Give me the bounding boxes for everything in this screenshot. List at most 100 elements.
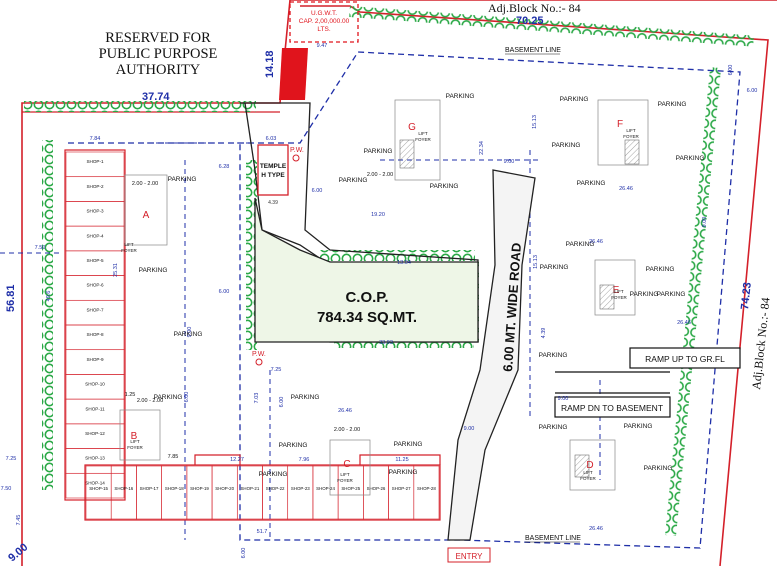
shop-label: SHOP-3 [86, 209, 104, 214]
shop-cell [65, 176, 125, 202]
dimension-label: 33.93 [379, 340, 393, 346]
reserved-line-2: PUBLIC PURPOSE [99, 46, 218, 62]
ugwt-label-2: CAP. 2,00,000.00 [299, 18, 350, 25]
shop-cell [413, 465, 440, 520]
dimension-label: 6.00 [184, 392, 190, 403]
lift-tag: LIFT [626, 128, 636, 133]
parking-label: PARKING [630, 291, 659, 298]
dimension-label: 9.00 [558, 396, 569, 402]
foyer-tag: FOYER [127, 445, 143, 450]
shop-label: SHOP-10 [85, 382, 105, 387]
shop-cell [65, 151, 125, 178]
shop-cell [65, 324, 125, 351]
shop-cell [85, 465, 112, 520]
parking-label: PARKING [279, 442, 308, 449]
ugwt-label-3: LTS. [317, 26, 330, 33]
ramp-up-box [629, 347, 741, 369]
dimension-label: 51.7 [257, 529, 268, 535]
dimension-label: 7.50 [35, 245, 46, 251]
block-f-core: F [597, 99, 649, 166]
dim-top: 70.25 [516, 15, 544, 27]
lift-tag: LIFT [124, 242, 134, 247]
shop-cell [363, 465, 389, 520]
parking-label: PARKING [259, 471, 288, 478]
dimension-label: 6.00 [728, 65, 734, 76]
temple-label-2: H TYPE [261, 172, 285, 179]
parking-label: PARKING [394, 441, 423, 448]
shop-cell [65, 398, 125, 425]
parking-label: PARKING [577, 180, 606, 187]
cop-area [254, 197, 479, 343]
pw-top: P.W. [290, 147, 304, 154]
dimension-label: 6.00 [279, 397, 285, 408]
shop-cell [65, 225, 125, 252]
shop-cell [186, 465, 213, 520]
parking-label: PARKING [364, 148, 393, 155]
parking-label: PARKING [539, 352, 568, 359]
shop-cell [287, 465, 314, 520]
shop-cell [211, 465, 238, 520]
parking-label: PARKING [139, 267, 168, 274]
lift-tag: LIFT [130, 439, 140, 444]
shop-label: SHOP-9 [86, 357, 104, 362]
pw-bottom-icon [255, 358, 263, 366]
shops-left-outline [64, 149, 126, 501]
shop-label: SHOP-19 [190, 486, 209, 491]
shop-label: SHOP-27 [392, 486, 411, 491]
parking-label: PARKING [624, 423, 653, 430]
reserved-line-3: AUTHORITY [116, 62, 201, 78]
entry-box [447, 547, 491, 563]
parking-label: PARKING [552, 142, 581, 149]
dim-strip: 14.18 [264, 50, 276, 78]
dimension-label: 9.00 [464, 426, 475, 432]
dimension-label: 7.85 [168, 454, 179, 460]
block-c-label: C [343, 459, 350, 470]
adj-block-top: Adj.Block No.:- 84 [488, 1, 581, 15]
shops-left: SHOP-1SHOP-2SHOP-3SHOP-4SHOP-5SHOP-6SHOP… [65, 151, 125, 499]
dimension-label: 26.46 [589, 239, 603, 245]
dimension-label: 26.46 [619, 186, 633, 192]
dimension-label: 26.46 [589, 526, 603, 532]
shop-label: SHOP-28 [417, 486, 436, 491]
parking-label: PARKING [658, 101, 687, 108]
shop-label: SHOP-4 [86, 233, 104, 238]
dimension-label: 6.00 [747, 88, 758, 94]
block-f-label: F [617, 119, 623, 130]
dimension-label: 2.00 - 2.00 [137, 398, 163, 404]
tree-row-right [665, 67, 722, 537]
tree-row-cop-left [246, 160, 257, 350]
dim-right: 74.23 [739, 282, 754, 311]
adj-block-right: Adj.Block No.:- 84 [749, 297, 773, 391]
road [447, 169, 536, 541]
shop-cell [65, 448, 125, 474]
shop-cell [161, 465, 188, 520]
shop-cell [136, 465, 162, 520]
block-g-core: G [394, 99, 441, 181]
dimension-label: 15.13 [533, 255, 539, 269]
lift-tag: LIFT [418, 131, 428, 136]
parking-label: PARKING [540, 264, 569, 271]
dimension-label: 9.00 [187, 327, 193, 338]
lift-tag: LIFT [583, 470, 593, 475]
shop-label: SHOP-26 [367, 486, 386, 491]
dim-left-top: 37.74 [142, 91, 170, 103]
block-c-core: C [329, 439, 371, 496]
shop-label: SHOP-1 [86, 159, 104, 164]
parking-label: PARKING [539, 424, 568, 431]
red-strip [279, 48, 308, 100]
shop-label: SHOP-25 [341, 486, 360, 491]
block-g-label: G [408, 122, 416, 133]
dimension-label: 4.39 [541, 328, 547, 339]
dimension-label: 12.27 [230, 457, 244, 463]
dimension-label: 6.03 [266, 136, 277, 142]
parking-label: PARKING [676, 155, 705, 162]
dim-left: 56.81 [5, 284, 17, 312]
shop-label: SHOP-23 [291, 486, 310, 491]
dimension-label: 49.6 [46, 291, 52, 302]
dimension-label: 11.25 [395, 457, 408, 463]
shop-label: SHOP-8 [86, 332, 104, 337]
dimension-label: 9.00 [702, 217, 708, 228]
shop-label: SHOP-13 [85, 456, 105, 461]
